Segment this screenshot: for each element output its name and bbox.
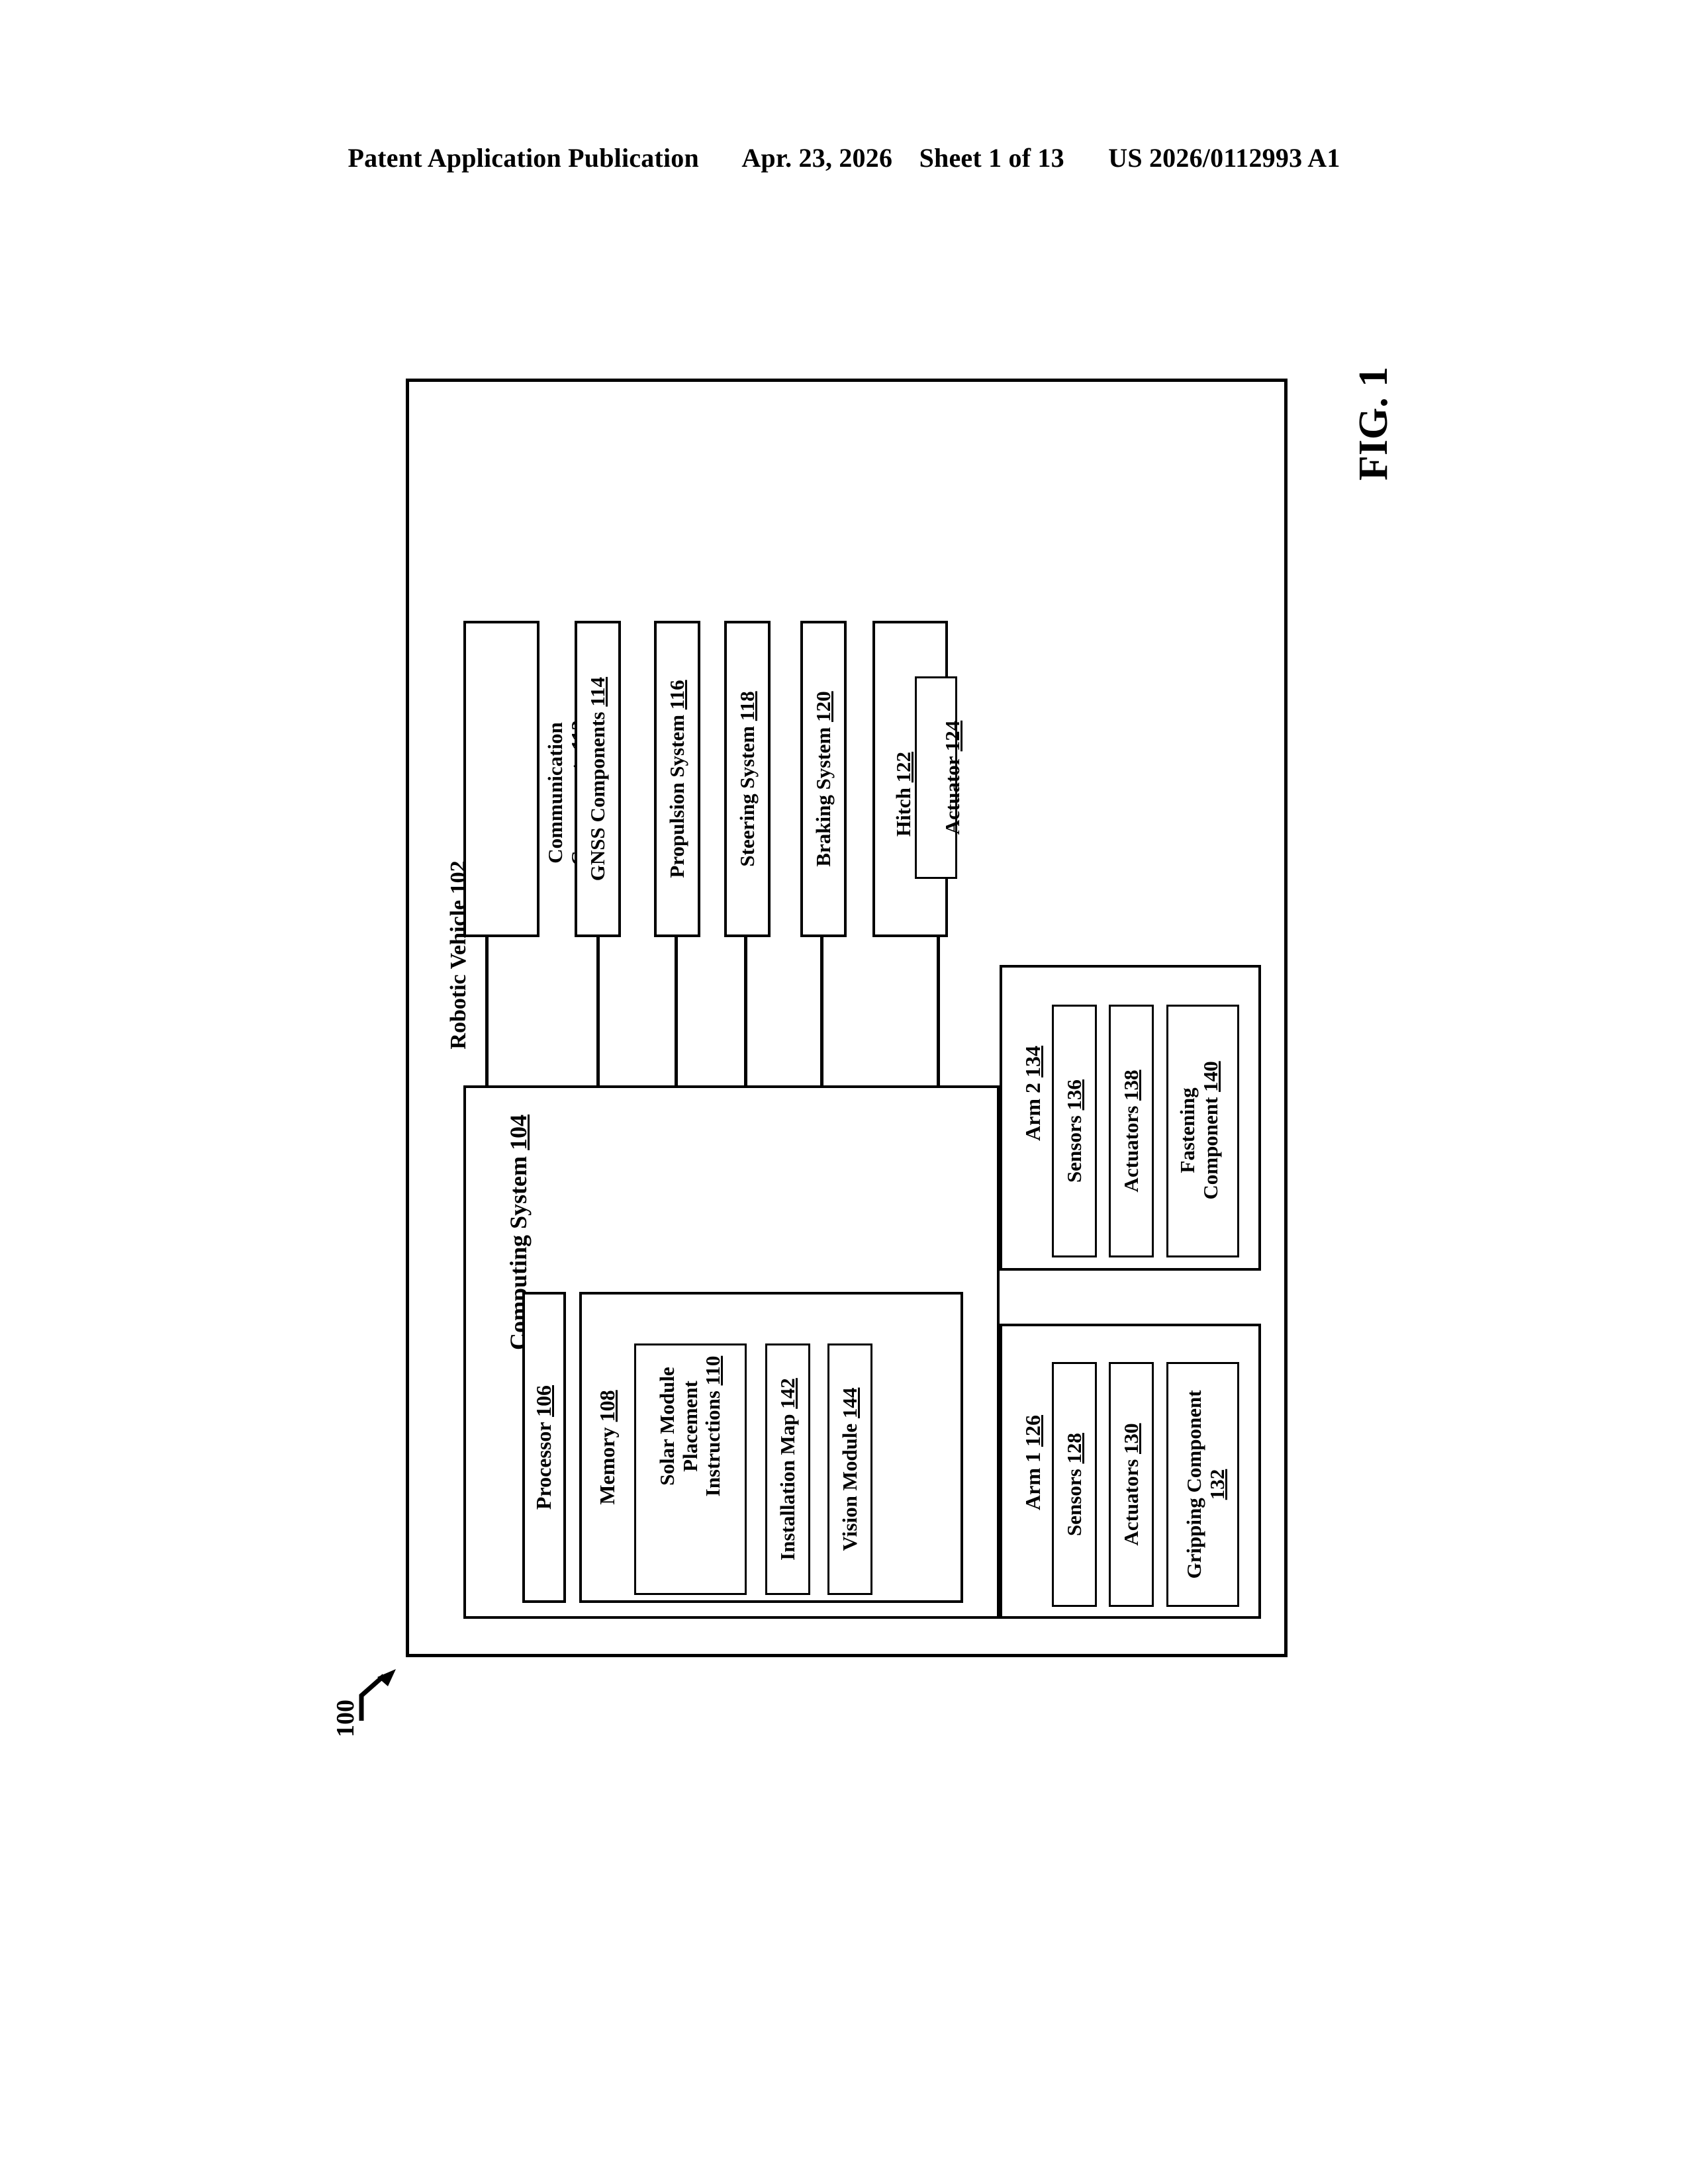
header-publication-number: US 2026/0112993 A1: [1108, 143, 1340, 173]
arm1-gripping-component-box: [1166, 1362, 1239, 1607]
connector-steering: [744, 936, 747, 1085]
gnss-components-box: [575, 621, 621, 937]
figure-label: FIG. 1: [1350, 366, 1396, 481]
header-sheet: Sheet 1 of 13: [919, 143, 1064, 173]
arm2-sensors-box: [1052, 1005, 1097, 1257]
steering-system-box: [724, 621, 771, 937]
actuator-box: [915, 676, 957, 879]
header-date: Apr. 23, 2026: [741, 143, 893, 173]
connector-propulsion: [675, 936, 678, 1085]
vision-module-box: [827, 1343, 872, 1595]
solar-module-placement-instructions-box: [634, 1343, 747, 1595]
processor-box: [522, 1292, 566, 1603]
installation-map-box: [765, 1343, 810, 1595]
arm1-actuators-box: [1109, 1362, 1154, 1607]
connector-communication: [485, 936, 489, 1085]
arm2-actuators-box: [1109, 1005, 1154, 1257]
braking-system-box: [800, 621, 847, 937]
connector-actuator: [937, 879, 940, 1085]
connector-gnss: [596, 936, 600, 1085]
connector-braking: [820, 936, 823, 1085]
arm1-sensors-box: [1052, 1362, 1097, 1607]
page-header: Patent Application Publication Apr. 23, …: [0, 142, 1688, 173]
propulsion-system-box: [654, 621, 700, 937]
header-publication: Patent Application Publication: [348, 143, 699, 173]
reference-arrow-icon: [359, 1669, 396, 1721]
arm2-fastening-component-box: [1166, 1005, 1239, 1257]
communication-components-box: [463, 621, 539, 937]
